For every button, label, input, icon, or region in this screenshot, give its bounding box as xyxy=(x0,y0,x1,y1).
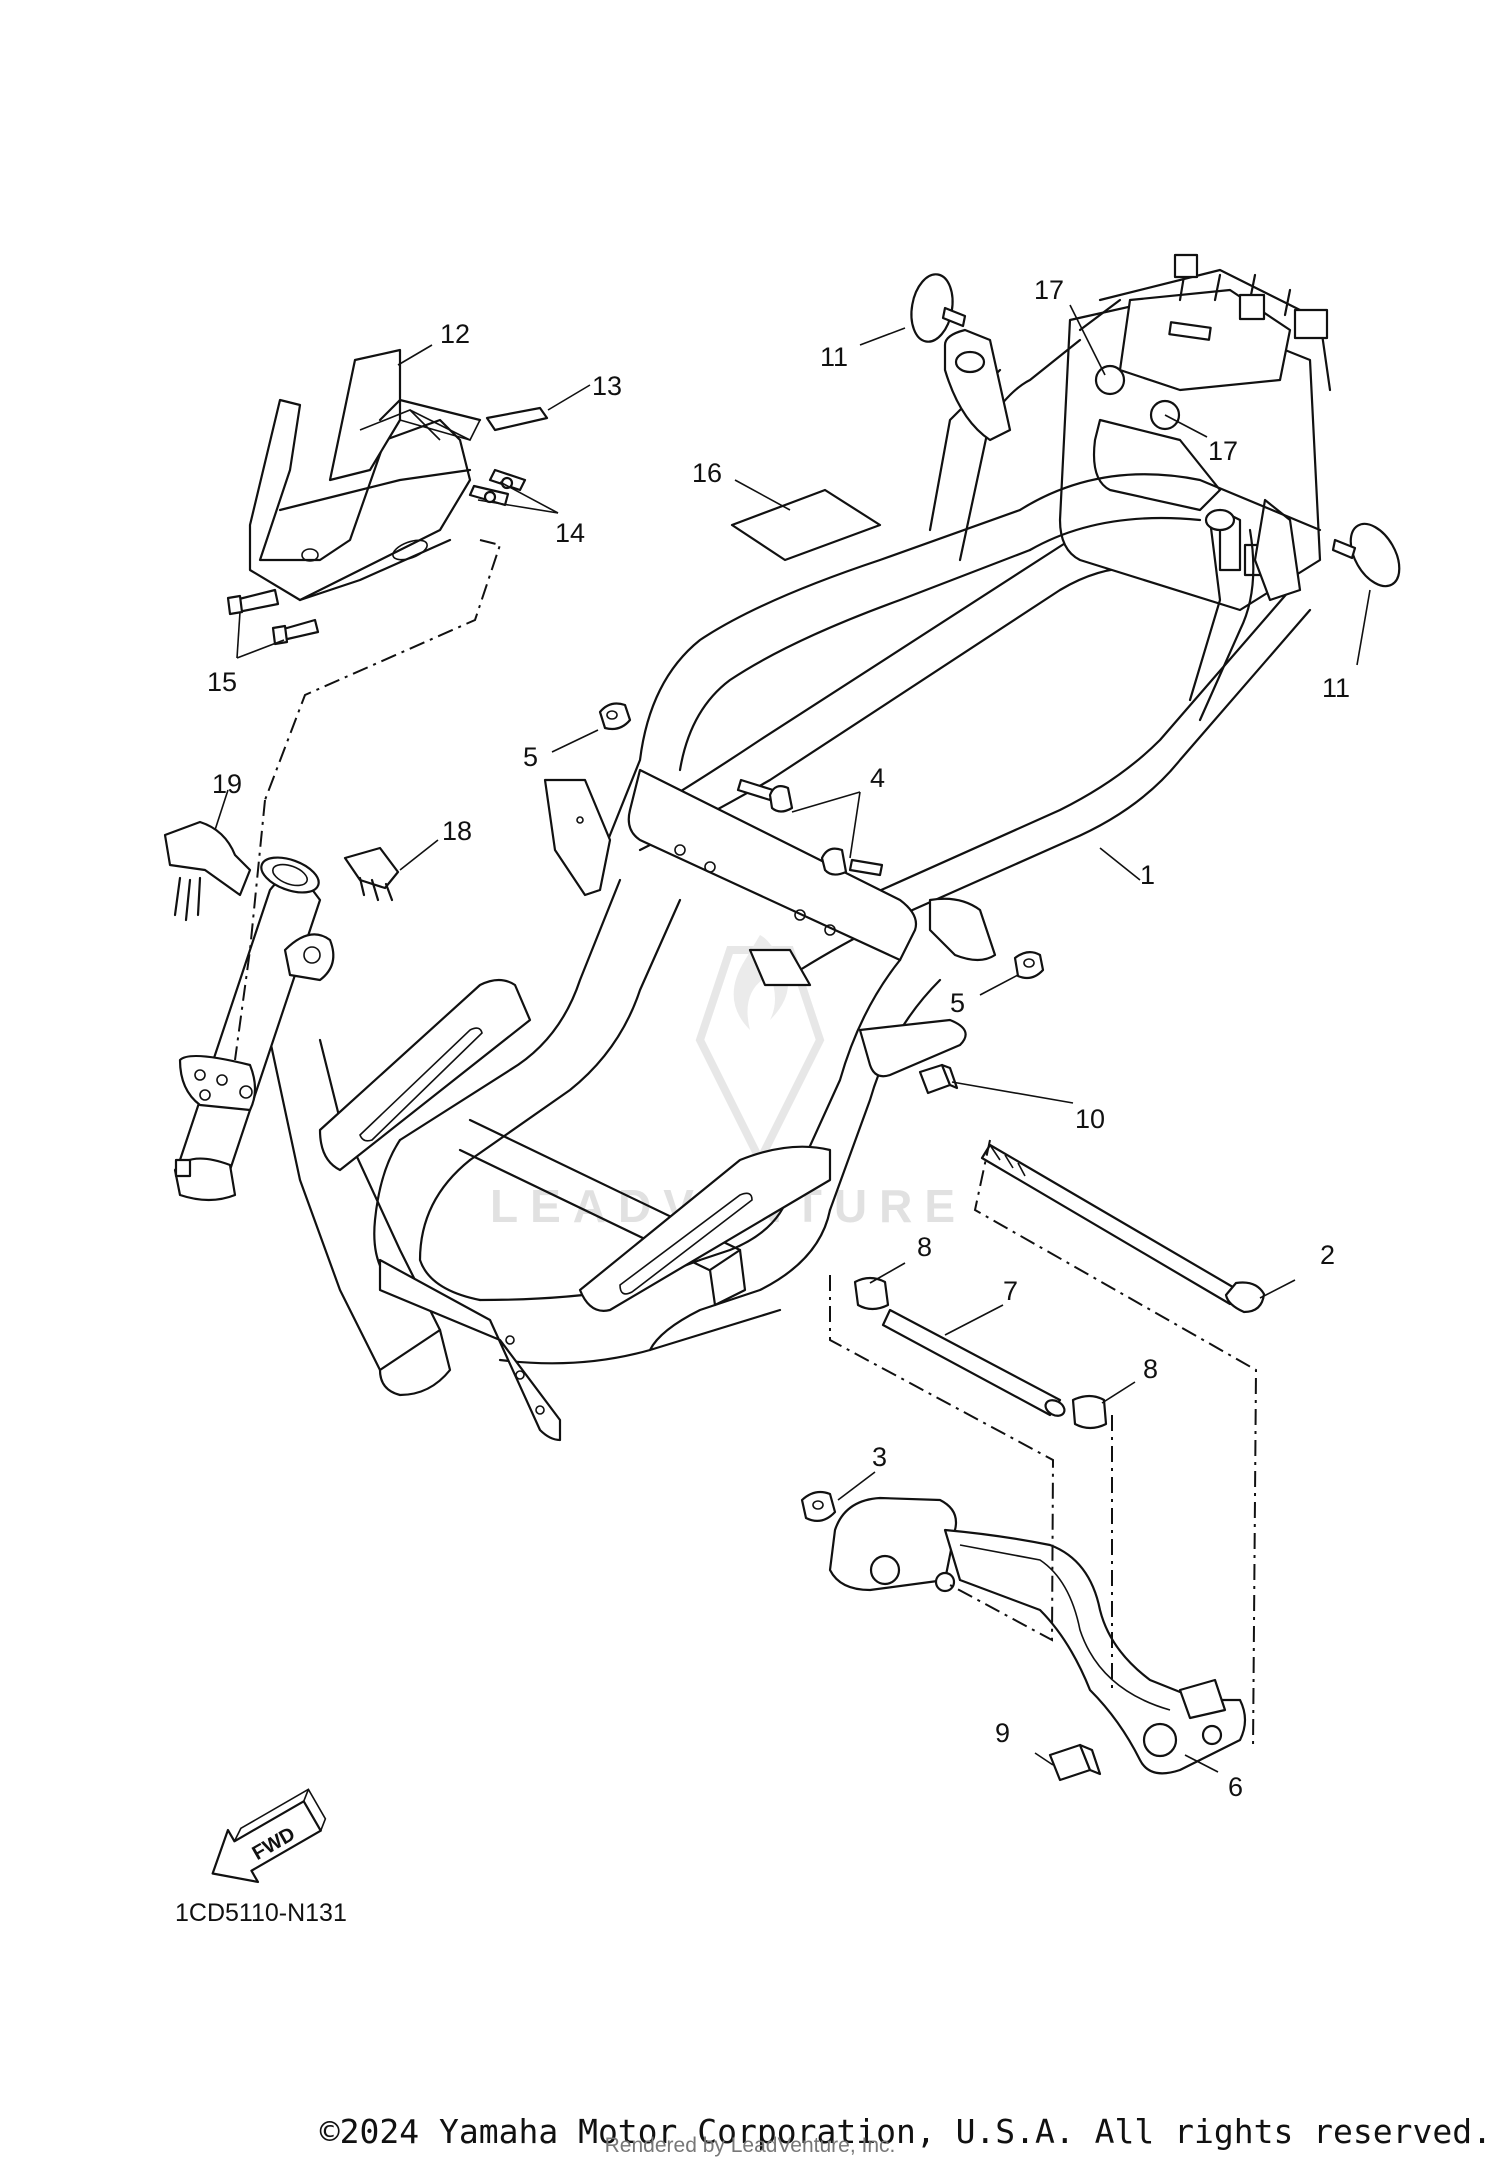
callout-5: 5 xyxy=(950,988,965,1018)
part-15-bolts xyxy=(226,588,320,646)
callout-17: 17 xyxy=(1034,275,1064,305)
callouts: 1 2 3 4 5 5 6 7 8 8 9 10 11 11 12 13 14 … xyxy=(207,275,1350,1802)
part-13-clip xyxy=(485,406,549,432)
callout-4: 4 xyxy=(870,763,885,793)
part-10-block xyxy=(918,1063,959,1095)
callout-2: 2 xyxy=(1320,1240,1335,1270)
callout-13: 13 xyxy=(592,371,622,401)
callout-1: 1 xyxy=(1140,860,1155,890)
part-4-bolts xyxy=(736,778,884,877)
part-11-reflectors xyxy=(910,273,1401,588)
part-16-plate xyxy=(730,488,882,562)
callout-11: 11 xyxy=(820,342,848,372)
part-2-long-bolt xyxy=(980,1143,1266,1314)
part-9-block xyxy=(1048,1743,1102,1782)
callout-11: 11 xyxy=(1322,673,1350,703)
callout-8: 8 xyxy=(917,1232,932,1262)
callout-19: 19 xyxy=(212,769,242,799)
callout-16: 16 xyxy=(692,458,722,488)
copyright-notice: ©2024 Yamaha Motor Corporation, U.S.A. A… xyxy=(319,2112,1492,2151)
part-8-bushings xyxy=(853,1276,1108,1430)
rendered-by-credit: Rendered by LeadVenture, Inc. xyxy=(604,2134,896,2157)
callout-18: 18 xyxy=(442,816,472,846)
leader-lines xyxy=(214,304,1371,1773)
callout-12: 12 xyxy=(440,319,470,349)
diagram-code: 1CD5110-N131 xyxy=(175,1899,347,1927)
callout-9: 9 xyxy=(995,1718,1010,1748)
callout-6: 6 xyxy=(1228,1772,1243,1802)
callout-17: 17 xyxy=(1208,436,1238,466)
part-5-nuts xyxy=(598,702,1045,980)
callout-8: 8 xyxy=(1143,1354,1158,1384)
part-18-clip xyxy=(343,846,400,902)
fwd-direction-arrow: FWD xyxy=(211,1788,327,1884)
bracket-assembly xyxy=(248,348,482,602)
callout-14: 14 xyxy=(555,518,585,548)
callout-3: 3 xyxy=(872,1442,887,1472)
part-19-bracket xyxy=(163,820,252,922)
callout-10: 10 xyxy=(1075,1104,1105,1134)
assembly-lines xyxy=(234,539,1258,1751)
callout-7: 7 xyxy=(1003,1276,1018,1306)
callout-15: 15 xyxy=(207,667,237,697)
part-7-sleeve xyxy=(881,1308,1066,1417)
steering-head-pipe xyxy=(173,856,335,1202)
part-3-nut xyxy=(800,1490,837,1523)
callout-5: 5 xyxy=(523,742,538,772)
main-frame-part-1 xyxy=(268,253,1332,1442)
part-6-link-bracket xyxy=(828,1496,1247,1775)
